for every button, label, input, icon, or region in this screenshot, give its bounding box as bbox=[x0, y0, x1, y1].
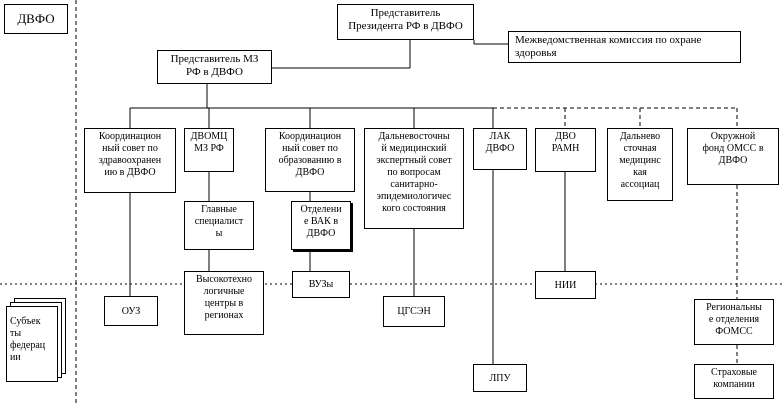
dvomc-box: ДВОМЦ МЗ РФ bbox=[184, 128, 234, 172]
medical-association-box: Дальнево сточная медицинс кая ассоциац bbox=[607, 128, 673, 201]
president-representative-box: Представитель Президента РФ в ДВФО bbox=[337, 4, 474, 40]
federation-subjects-document-stack: Субъек ты федерац ии bbox=[0, 296, 80, 396]
cgsen-box: ЦГСЭН bbox=[383, 296, 445, 327]
health-ministry-representative-box: Представитель МЗ РФ в ДВФО bbox=[157, 50, 272, 84]
lpu-box: ЛПУ bbox=[473, 364, 527, 392]
region-label: ДВФО bbox=[4, 4, 68, 34]
universities-box: ВУЗы bbox=[292, 271, 350, 298]
research-institutes-box: НИИ bbox=[535, 271, 596, 299]
federation-subjects-label: Субъек ты федерац ии bbox=[10, 316, 46, 363]
regional-foms-box: Региональны е отделения ФОМСС bbox=[694, 299, 774, 345]
foms-box: Окружной фонд ОМСС в ДВФО bbox=[687, 128, 779, 185]
chief-specialists-box: Главные специалист ы bbox=[184, 201, 254, 250]
document-sheet bbox=[6, 306, 58, 382]
vak-department-box: Отделени е ВАК в ДВФО bbox=[291, 201, 351, 250]
interagency-commission-box: Межведомственная комиссия по охране здор… bbox=[508, 31, 741, 63]
insurance-companies-box: Страховые компании bbox=[694, 364, 774, 399]
ouz-box: ОУЗ bbox=[104, 296, 158, 326]
dvo-ramn-box: ДВО РАМН bbox=[535, 128, 596, 172]
high-tech-centers-box: Высокотехно логичные центры в регионах bbox=[184, 271, 264, 335]
medical-expert-council-box: Дальневосточны й медицинский экспертный … bbox=[364, 128, 464, 229]
health-coordination-council-box: Координацион ный совет по здравоохранен … bbox=[84, 128, 176, 193]
lak-box: ЛАК ДВФО bbox=[473, 128, 527, 170]
education-coordination-council-box: Координацион ный совет по образованию в … bbox=[265, 128, 355, 192]
